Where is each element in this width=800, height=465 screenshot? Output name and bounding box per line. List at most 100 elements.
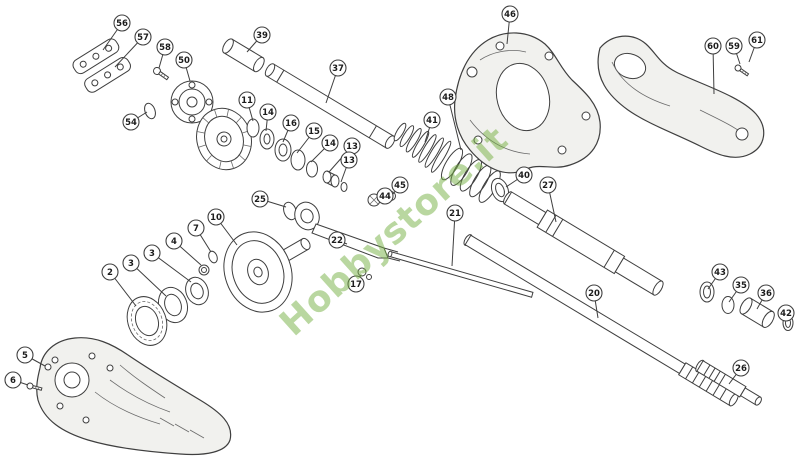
callout-35: 35 — [728, 276, 750, 303]
callout-13: 13 — [340, 151, 358, 183]
axle-housing — [36, 337, 232, 456]
callout-57: 57 — [114, 28, 152, 68]
svg-text:15: 15 — [308, 127, 320, 137]
connecting-rod — [294, 201, 401, 262]
bolt-5 — [44, 363, 52, 371]
callout-11: 11 — [238, 91, 256, 122]
watermark: Hobbystore.it — [272, 119, 516, 345]
spacer-tube — [222, 38, 265, 73]
swing-arm — [597, 35, 765, 158]
callout-16: 16 — [282, 114, 300, 143]
callout-17: 17 — [347, 274, 365, 293]
svg-text:11: 11 — [241, 96, 253, 106]
svg-text:35: 35 — [735, 281, 747, 291]
callout-44: 44 — [376, 187, 394, 205]
svg-text:41: 41 — [426, 116, 438, 126]
callout-54: 54 — [122, 111, 148, 131]
bushing-36 — [739, 297, 775, 328]
svg-text:54: 54 — [125, 118, 137, 128]
callout-41: 41 — [423, 111, 441, 143]
callout-43: 43 — [707, 263, 729, 290]
svg-text:45: 45 — [394, 181, 406, 191]
svg-text:21: 21 — [449, 209, 461, 219]
callout-61: 61 — [748, 31, 766, 63]
svg-text:48: 48 — [442, 93, 454, 103]
callout-5: 5 — [16, 346, 46, 367]
axle-shaft — [463, 234, 739, 407]
callout-21: 21 — [446, 204, 464, 267]
svg-text:46: 46 — [504, 10, 516, 20]
svg-text:14: 14 — [324, 139, 336, 149]
drive-flange — [170, 80, 214, 124]
svg-text:13: 13 — [346, 142, 358, 152]
callout-6: 6 — [4, 371, 29, 389]
svg-text:13: 13 — [343, 156, 355, 166]
nut-4 — [198, 264, 210, 276]
brake-drum — [223, 231, 293, 313]
callout-45: 45 — [391, 176, 409, 195]
svg-text:10: 10 — [210, 213, 222, 223]
callout-48: 48 — [439, 88, 462, 151]
callout-15: 15 — [296, 122, 323, 154]
svg-text:3: 3 — [128, 259, 134, 269]
callout-50: 50 — [175, 51, 193, 82]
svg-text:43: 43 — [714, 268, 726, 278]
svg-text:42: 42 — [780, 309, 792, 319]
svg-text:6: 6 — [10, 376, 16, 386]
svg-text:5: 5 — [22, 351, 28, 361]
svg-text:25: 25 — [254, 195, 266, 205]
svg-text:44: 44 — [379, 192, 391, 202]
small-pins-17 — [357, 267, 372, 280]
callout-14: 14 — [310, 134, 339, 163]
svg-text:17: 17 — [350, 280, 362, 290]
output-shaft — [503, 191, 664, 296]
fan-cover — [196, 107, 252, 171]
bolt-59 — [734, 64, 750, 77]
callout-26: 26 — [728, 359, 750, 385]
svg-text:57: 57 — [137, 33, 149, 43]
callout-13: 13 — [328, 137, 361, 173]
svg-text:60: 60 — [707, 42, 719, 52]
gearbox-carrier — [453, 32, 601, 174]
callout-40: 40 — [505, 166, 533, 188]
svg-text:36: 36 — [760, 289, 772, 299]
svg-text:20: 20 — [588, 289, 600, 299]
svg-text:39: 39 — [256, 31, 268, 41]
svg-text:2: 2 — [107, 268, 113, 278]
svg-text:56: 56 — [116, 19, 128, 29]
callout-56: 56 — [102, 14, 131, 51]
callout-22: 22 — [328, 231, 348, 249]
svg-text:3: 3 — [149, 249, 155, 259]
callout-58: 58 — [156, 38, 174, 69]
callout-25: 25 — [251, 190, 287, 208]
callout-7: 7 — [187, 219, 212, 253]
callout-46: 46 — [501, 5, 519, 45]
callout-27: 27 — [539, 176, 557, 223]
callout-42: 42 — [777, 304, 795, 322]
svg-text:50: 50 — [178, 56, 190, 66]
callout-59: 59 — [725, 37, 743, 65]
callout-2: 2 — [101, 263, 137, 307]
callout-60: 60 — [704, 37, 722, 95]
svg-text:61: 61 — [751, 36, 763, 46]
drive-shaft — [264, 63, 396, 149]
callout-3: 3 — [143, 244, 192, 283]
svg-text:7: 7 — [193, 224, 199, 234]
callout-36: 36 — [756, 284, 775, 310]
callout-4: 4 — [165, 232, 202, 266]
mounting-plates — [72, 38, 131, 93]
callout-39: 39 — [246, 26, 271, 53]
washer-stack — [246, 118, 348, 192]
ring-43 — [699, 281, 715, 303]
svg-text:37: 37 — [332, 64, 344, 74]
seal-ring-54 — [144, 102, 156, 120]
ring-35 — [721, 296, 735, 314]
svg-text:27: 27 — [542, 181, 554, 191]
callout-37: 37 — [325, 59, 347, 104]
svg-text:14: 14 — [262, 108, 274, 118]
svg-text:16: 16 — [285, 119, 297, 129]
svg-text:4: 4 — [171, 237, 177, 247]
ring-3a — [185, 276, 209, 306]
washer-7 — [208, 250, 218, 264]
